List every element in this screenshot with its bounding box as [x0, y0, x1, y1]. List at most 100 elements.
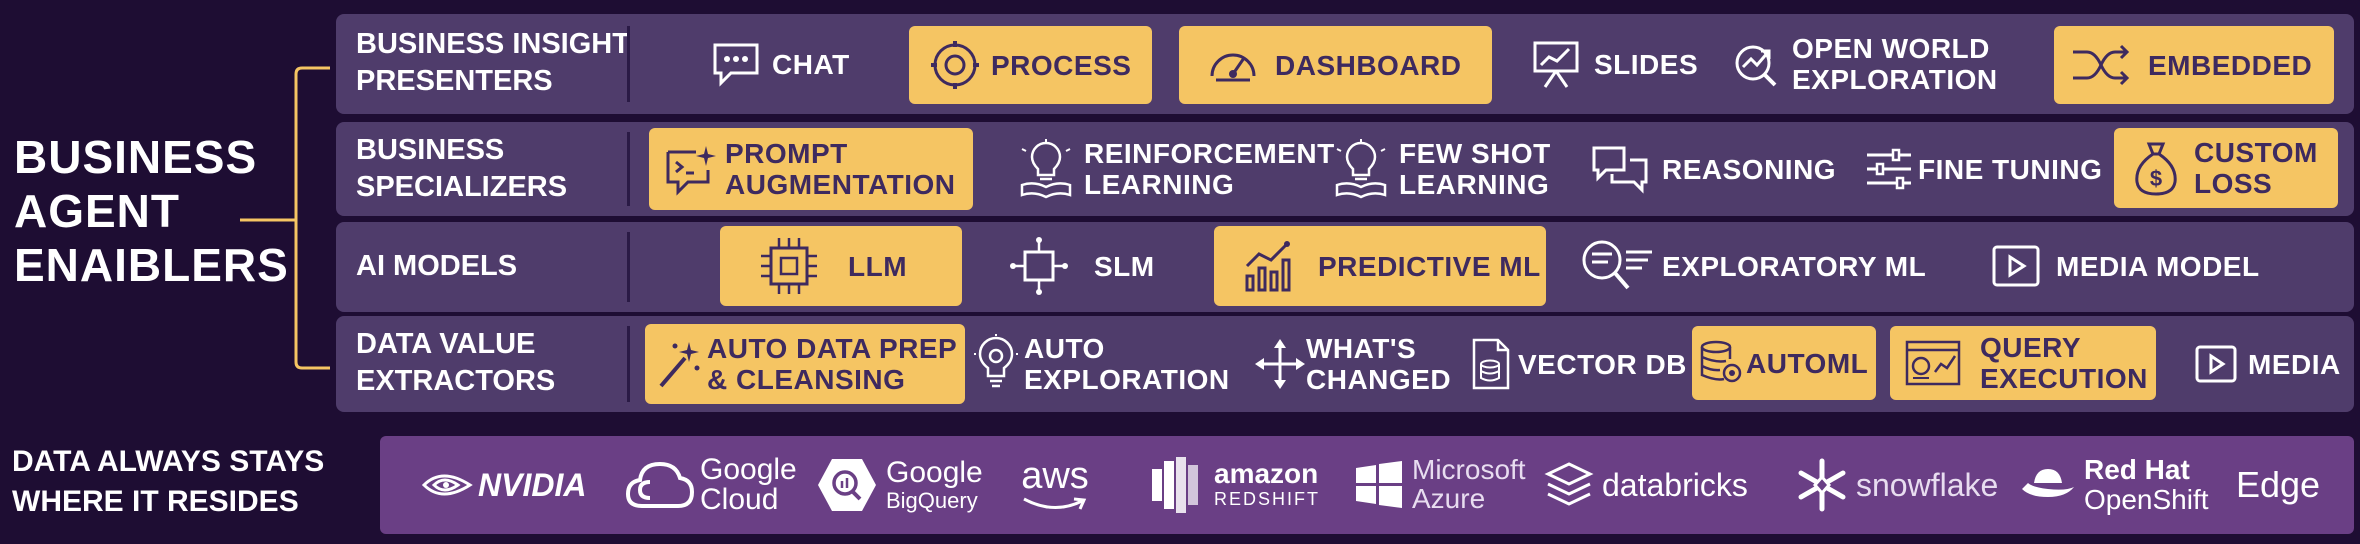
vendor-nvidia: NVIDIA — [420, 436, 586, 534]
item-slides[interactable]: SLIDES — [1526, 24, 1726, 104]
row-data-value-extractors: DATA VALUE EXTRACTORS AUTO DATA PREP& CL… — [336, 316, 2354, 412]
row-divider — [627, 326, 630, 402]
item-label: EXPLORATORY ML — [1662, 250, 1927, 282]
item-slm[interactable]: SLM — [1004, 226, 1164, 306]
item-process[interactable]: PROCESS — [909, 26, 1152, 104]
vendor-amazon-redshift: amazon REDSHIFT — [1150, 436, 1320, 534]
vendor-aws: aws — [1020, 436, 1090, 534]
title-line: AGENT — [14, 185, 180, 237]
item-media[interactable]: MEDIA — [2192, 324, 2342, 404]
conversation-bubbles-icon — [1588, 142, 1652, 196]
database-gear-icon — [1696, 339, 1746, 387]
vendor-microsoft-azure: Microsoft Azure — [1354, 436, 1526, 534]
row-divider — [627, 26, 630, 102]
presentation-board-icon — [1526, 37, 1586, 91]
prompt-sparkle-icon — [659, 142, 719, 196]
vendor-google-bigquery: Google BigQuery — [816, 436, 983, 534]
item-label: LLM — [848, 250, 908, 282]
row-business-insight-presenters: BUSINESS INSIGHT PRESENTERS CHAT PROCESS… — [336, 14, 2354, 114]
process-gear-icon — [923, 38, 987, 92]
item-embedded[interactable]: EMBEDDED — [2054, 26, 2334, 104]
item-auto-data-prep[interactable]: AUTO DATA PREP& CLEANSING — [645, 324, 965, 404]
item-label: CHAT — [772, 48, 850, 80]
vendor-edge: Edge — [2236, 464, 2321, 505]
magic-wand-icon — [653, 338, 703, 390]
play-button-icon — [1988, 244, 2044, 288]
row-label: BUSINESS SPECIALIZERS — [356, 134, 568, 203]
item-predictive-ml[interactable]: PREDICTIVE ML — [1214, 226, 1546, 306]
chat-bubble-icon — [706, 37, 766, 91]
magnifier-data-icon — [1576, 236, 1656, 296]
item-dashboard[interactable]: DASHBOARD — [1179, 26, 1492, 104]
aws-smile-icon — [1020, 495, 1090, 513]
title-line: BUSINESS — [14, 131, 258, 183]
lightbulb-book-icon — [1331, 139, 1391, 199]
vendor-databricks: databricks — [1544, 436, 1748, 534]
row-label: DATA VALUE EXTRACTORS — [356, 328, 556, 397]
move-arrows-icon — [1254, 339, 1306, 389]
item-llm[interactable]: LLM — [720, 226, 962, 306]
item-exploratory-ml[interactable]: EXPLORATORY ML — [1576, 226, 1926, 306]
cloud-icon — [626, 458, 694, 512]
item-label: FINE TUNING — [1918, 153, 2103, 185]
vendor-google-cloud: Google Cloud — [626, 436, 797, 534]
item-vector-db[interactable]: VECTOR DB — [1468, 324, 1686, 404]
item-reasoning[interactable]: REASONING — [1588, 128, 1836, 210]
item-label: SLM — [1094, 250, 1155, 282]
vendor-logo-bar: NVIDIA Google Cloud Google BigQuery aws — [380, 436, 2354, 534]
vendor-snowflake: snowflake — [1794, 436, 1998, 534]
item-label: DASHBOARD — [1275, 49, 1462, 81]
item-label: MEDIA MODEL — [2056, 250, 2260, 282]
item-label: VECTOR DB — [1518, 348, 1687, 380]
bracket-connector — [240, 66, 330, 370]
vendor-red-hat-openshift: Red Hat OpenShift — [2020, 436, 2209, 534]
item-media-model[interactable]: MEDIA MODEL — [1988, 226, 2278, 306]
dashboard-gauge-icon — [1201, 38, 1265, 92]
item-label: REASONING — [1662, 153, 1837, 185]
title-line: ENAIBLERS — [14, 239, 289, 291]
row-divider — [627, 232, 630, 302]
database-document-icon — [1468, 336, 1516, 392]
item-fine-tuning[interactable]: FINE TUNING — [1864, 128, 2102, 210]
item-label: PROCESS — [991, 49, 1132, 81]
play-button-icon — [2192, 344, 2240, 384]
row-divider — [627, 132, 630, 206]
lightbulb-book-icon — [1016, 139, 1076, 199]
item-label: AUTOML — [1746, 347, 1869, 379]
item-label: MEDIA — [2248, 348, 2341, 380]
layers-stack-icon — [1544, 460, 1594, 510]
chip-icon — [754, 234, 824, 298]
red-hat-icon — [2020, 463, 2076, 507]
row-label: BUSINESS INSIGHT PRESENTERS — [356, 28, 630, 97]
sliders-icon — [1864, 145, 1914, 193]
snowflake-icon — [1794, 457, 1850, 513]
row-ai-models: AI MODELS LLM SLM PREDICTIVE ML EXPLORAT… — [336, 222, 2354, 312]
data-residency-label: DATA ALWAYS STAYS WHERE IT RESIDES — [12, 445, 325, 518]
page-title: BUSINESS AGENT ENAIBLERS — [14, 130, 289, 292]
bigquery-hexagon-icon — [816, 457, 878, 513]
item-chat[interactable]: CHAT — [706, 24, 906, 104]
redshift-bars-icon — [1150, 455, 1206, 515]
windows-logo-icon — [1354, 460, 1404, 510]
svg-text:$: $ — [2150, 166, 2162, 191]
item-label: EMBEDDED — [2148, 49, 2313, 81]
lightbulb-gear-icon — [972, 334, 1020, 394]
item-automl[interactable]: AUTOML — [1692, 326, 1876, 400]
query-dashboard-icon — [1902, 340, 1964, 386]
nvidia-eye-icon — [420, 465, 474, 505]
